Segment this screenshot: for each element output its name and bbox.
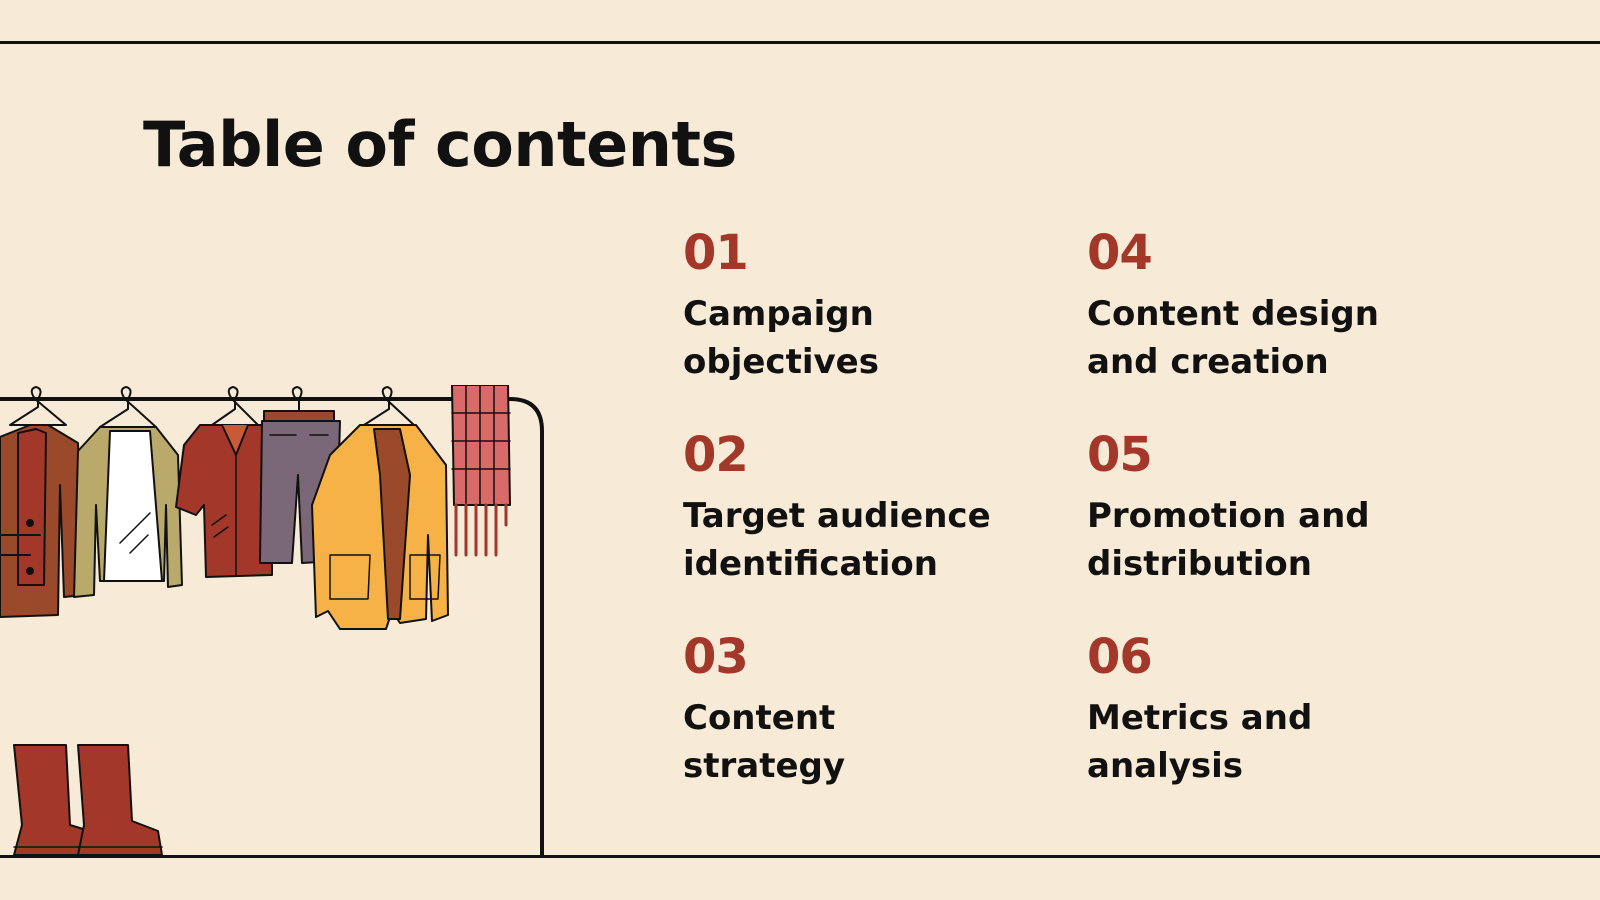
toc-label: Content strategy (683, 698, 846, 786)
toc-item-04: 04 Content design and creation (1087, 228, 1447, 386)
toc-label: Target audience identification (683, 496, 991, 584)
bottom-divider (0, 855, 1600, 858)
toc-number: 05 (1087, 427, 1153, 483)
toc-item-05: 05 Promotion and distribution (1087, 430, 1447, 588)
toc-label: Promotion and distribution (1087, 496, 1370, 584)
toc-label: Campaign objectives (683, 294, 879, 382)
toc-number: 01 (683, 225, 749, 281)
toc-number: 06 (1087, 629, 1153, 685)
clothing-rack-icon (0, 385, 544, 857)
top-divider (0, 41, 1600, 44)
toc-item-01: 01 Campaign objectives (683, 228, 1043, 386)
toc-number: 03 (683, 629, 749, 685)
page-title: Table of contents (143, 108, 737, 181)
toc-item-06: 06 Metrics and analysis (1087, 632, 1447, 790)
toc-label: Content design and creation (1087, 294, 1379, 382)
toc-number: 04 (1087, 225, 1153, 281)
toc-number: 02 (683, 427, 749, 483)
toc-item-03: 03 Content strategy (683, 632, 1043, 790)
toc-item-02: 02 Target audience identification (683, 430, 1043, 588)
toc-label: Metrics and analysis (1087, 698, 1313, 786)
